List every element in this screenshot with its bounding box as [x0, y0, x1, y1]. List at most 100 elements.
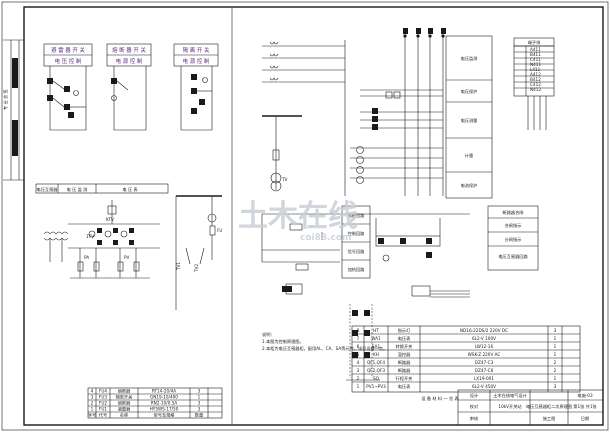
equip-table-cell: 3	[357, 368, 360, 373]
left-table-cell: 避雷器	[118, 406, 131, 413]
func-3: 电压测量	[461, 117, 478, 124]
equip-table-cell: 2	[554, 368, 557, 373]
equip-table-cell: 2	[357, 376, 360, 381]
mid-header-col1: 电压互感器	[37, 186, 59, 193]
equip-table-cell: QF1,QF4	[367, 360, 385, 365]
func-4: 计量	[465, 152, 473, 159]
note-1: 说明：	[262, 331, 275, 338]
equip-table-cell: 8	[357, 328, 360, 333]
tb-approve: 审核	[470, 415, 479, 422]
equip-table-cell: SQ	[373, 376, 380, 381]
equip-table-cell: LX19-001	[474, 376, 494, 381]
label-fu: FU	[217, 228, 222, 233]
left-table-header-cell: 名称	[120, 412, 128, 419]
ctrl-c3: 信号回路	[348, 248, 366, 255]
ctrl-c2: 控制回路	[348, 230, 366, 237]
left-table-cell: 熔断器	[118, 400, 131, 407]
func-1: 电压监测	[461, 55, 478, 62]
equip-table-cell: KH	[373, 352, 379, 357]
label-pa: PA	[84, 255, 89, 260]
left-table-cell: RN2-10/0.5A	[151, 401, 178, 406]
terminal-label: N412	[530, 87, 541, 92]
watermark-sub: coi88.com	[300, 233, 351, 243]
equip-table-cell: 行程开关	[396, 375, 413, 382]
label-pv: PV	[124, 255, 130, 260]
equip-table-cell: DZ47-C3	[475, 360, 494, 365]
tb-project: 10kV开关站	[498, 403, 521, 410]
box1-line1: 避 雷 器 开 关	[51, 46, 85, 54]
tb-sheet: 第1张 共1张	[573, 403, 597, 410]
header-box-3: 隔 离 开 关 电 源 控 制	[173, 43, 219, 67]
circuit-3	[180, 66, 213, 131]
pt-circuit: KTV 1TV PA PV	[43, 200, 160, 279]
equip-table-cell: 6L2-V 450V	[472, 384, 496, 389]
block-b2: 合闸指示	[505, 222, 522, 229]
equip-table-cell: 6L2-V 100V	[472, 336, 496, 341]
equip-table-cell: 1	[554, 352, 557, 357]
switch-group	[346, 304, 380, 381]
left-table-header-cell: 代号	[99, 412, 107, 419]
equip-table-cell: 转换开关	[396, 343, 413, 350]
left-table-cell: 3	[198, 401, 201, 406]
terminal-label: C411	[530, 57, 541, 62]
equip-table-cell: 断路器	[398, 367, 411, 374]
left-table-cell: 隔离开关	[116, 394, 133, 401]
equip-table-cell: QF2,QF3	[367, 368, 385, 373]
label-tv1b: TV1	[176, 262, 181, 271]
equip-table-cell: 6	[357, 344, 360, 349]
equip-table-cell: 1	[554, 376, 557, 381]
pt-feed: TV	[262, 115, 302, 192]
left-table-cell: HY5WS-17/50	[150, 407, 179, 412]
circuit-1	[47, 66, 87, 131]
left-table-cell: 4	[91, 389, 94, 394]
watermark: 土木在线 coi88.com	[238, 199, 358, 243]
title-block: 设计 校对 审核 土木在线电气设计 10kV开关站 电压互感器柜二次原理图 施工…	[457, 389, 604, 426]
tb-check: 校对	[470, 403, 478, 410]
box3-line2: 电 源 控 制	[183, 57, 210, 65]
tb-drawing-no: 电施-03	[577, 392, 593, 399]
terminal-label: B412	[530, 77, 541, 82]
box2-line2: 电 源 控 制	[116, 57, 143, 65]
inner-border	[23, 6, 604, 426]
circuit-2	[111, 66, 147, 131]
left-table-header-cell: 序号	[88, 412, 96, 419]
equip-table-cell: WSK-Z 220V AC	[468, 352, 501, 357]
incoming-section	[262, 28, 446, 196]
ctrl-c1: 储能回路	[348, 212, 366, 219]
control-blocks: 储能回路 控制回路 信号回路 加热回路 断路器合闸 合闸指示 分闸指示 电压互感…	[261, 205, 539, 295]
side-strip: 专 业 会 签	[2, 39, 24, 181]
equip-table-cell: 1	[357, 384, 360, 389]
equip-table-cell: 7	[357, 336, 360, 341]
left-table-cell: 1	[91, 407, 94, 412]
label-ktv: KTV	[106, 217, 114, 222]
box2-line1: 熔 断 器 开 关	[112, 46, 146, 54]
left-table-cell: 熔断器	[118, 388, 131, 395]
left-table-cell: FU3	[99, 395, 107, 400]
terminal-header: 端子排	[528, 39, 541, 46]
equip-table-cell: 断路器	[398, 359, 411, 366]
mid-header-col3: 电 压 表	[122, 186, 138, 193]
tb-drawing: 电压互感器柜二次原理图	[526, 403, 572, 410]
tb-stage: 施工图	[543, 415, 556, 422]
block-b3: 分闸指示	[505, 236, 522, 243]
label-tv2b: TV2	[194, 264, 199, 273]
left-equipment-table	[87, 387, 223, 419]
left-table-cell: 1	[198, 395, 201, 400]
mid-header-col2: 电 压 监 测	[67, 186, 88, 193]
left-table-cell: RT14-20/4A	[152, 389, 176, 394]
tb-date: 日期	[581, 416, 589, 422]
left-table-header-cell: 型号及规格	[154, 412, 176, 419]
left-table-cell: 3	[198, 407, 201, 412]
equip-table: 设 备 材 料 一 览 表	[351, 325, 581, 402]
equip-table-cell: 电压表	[398, 383, 411, 390]
equip-table-cell: LW12-16	[475, 344, 494, 349]
function-column: 电压监测 电压保护 电压测量 计量 电流保护	[445, 35, 493, 199]
equip-table-cell: PV1~PV3	[366, 384, 386, 389]
tb-design: 设计	[470, 392, 478, 399]
equip-table-title: 设 备 材 料 一 览 表	[421, 395, 459, 402]
equip-table-cell: DZ47-C6	[475, 368, 494, 373]
